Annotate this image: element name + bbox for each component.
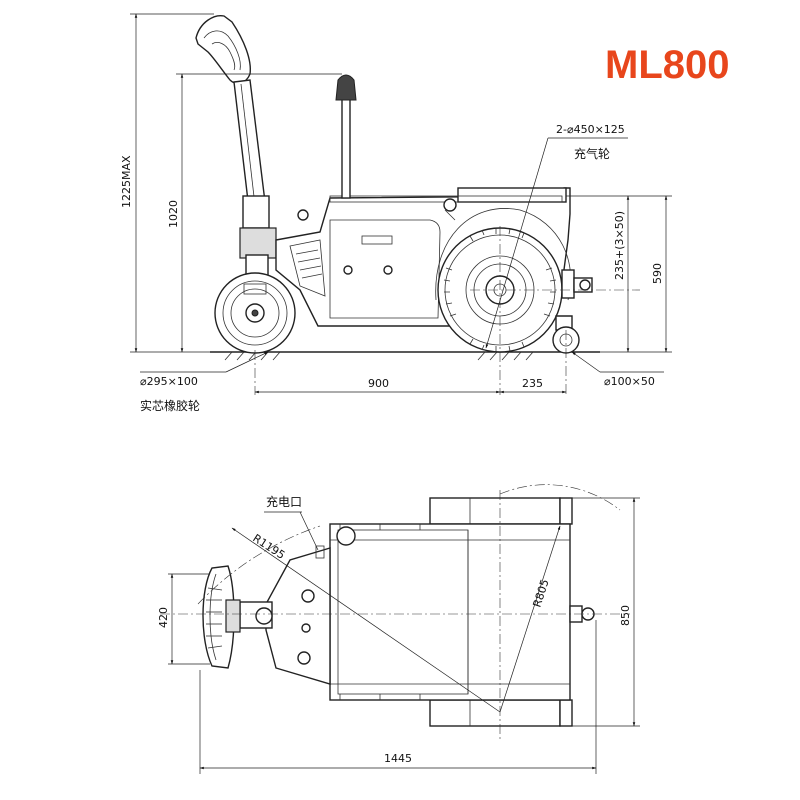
dim-height-max: 1225MAX [120,155,133,208]
model-title: ML800 [605,43,730,87]
dim-wheelbase: 900 [368,377,389,390]
front-wheel-name: 实芯橡胶轮 [140,398,200,413]
tiller-handle [195,15,277,259]
dim-rear-offset: 235 [522,377,543,390]
dim-handle-width: 420 [157,607,170,628]
charge-port-label: 充电口 [266,494,302,509]
front-wheel-spec: ⌀295×100 [140,375,198,388]
top-view: R1195 R805 充电口 420 850 1445 [157,484,640,774]
dim-handle-height: 1020 [167,200,180,228]
caster-spec: ⌀100×50 [604,375,655,388]
dim-length: 1445 [384,752,412,765]
dim-body-height: 590 [651,263,664,284]
drive-wheel-spec: 2-⌀450×125 [556,123,625,136]
radius-front: R1195 [250,532,287,562]
dim-width: 850 [619,605,632,626]
dim-hitch-height: 235+(3×50) [613,211,626,280]
drive-wheel-name: 充气轮 [574,146,610,161]
front-wheel [214,254,296,354]
side-view: 1225MAX 1020 590 235+(3×50) 900 235 2-⌀4… [120,13,672,413]
top-handle [202,565,273,669]
